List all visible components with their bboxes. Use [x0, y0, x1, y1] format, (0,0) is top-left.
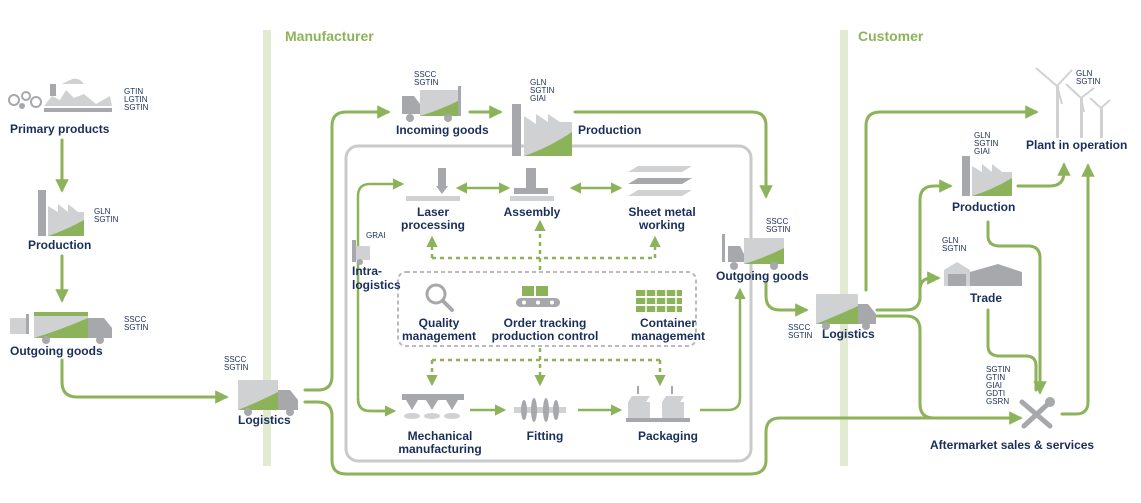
left-logistics-truck-icon	[238, 380, 298, 416]
incoming-code: SSCC	[414, 70, 436, 79]
left-production-icon	[38, 190, 84, 236]
intra-code: GRAI	[366, 231, 386, 240]
mfr-outgoing-code: SSCC	[766, 217, 788, 226]
assembly-icon	[510, 168, 554, 201]
wrench-screwdriver-icon	[1019, 397, 1055, 429]
aftermarket-code: GDTI	[986, 389, 1005, 398]
plant-code: GLN	[1076, 69, 1093, 78]
mfr-logistics-label: Logistics	[822, 327, 875, 341]
left-logistics-label: Logistics	[238, 413, 291, 427]
packaging-label: Packaging	[638, 429, 698, 443]
mechanical-label: manufacturing	[398, 442, 481, 456]
trade-code: GLN	[942, 236, 959, 245]
warehouse-icon	[944, 262, 1022, 286]
container-label: management	[631, 329, 705, 343]
primary-products-label: Primary products	[10, 122, 110, 136]
cust-production-code: SGTIN	[974, 139, 999, 148]
aftermarket-label: Aftermarket sales & services	[930, 438, 1094, 452]
sheet-metal-icon	[628, 166, 692, 196]
mfr-outgoing-label: Outgoing goods	[716, 269, 809, 283]
left-outgoing-code: SSCC	[124, 315, 146, 324]
manufacturer-heading: Manufacturer	[285, 28, 374, 44]
magnifier-icon	[425, 283, 454, 312]
left-outgoing-code: SGTIN	[124, 323, 149, 332]
quality-label: management	[402, 329, 476, 343]
mfr-production-code: GLN	[530, 78, 547, 87]
incoming-goods-truck-icon	[402, 86, 461, 122]
quality-label: Quality	[419, 316, 460, 330]
cust-production-code: GLN	[974, 131, 991, 140]
left-outgoing-truck-icon	[10, 312, 112, 344]
laser-processing-icon	[406, 168, 460, 201]
incoming-goods-label: Incoming goods	[396, 123, 489, 137]
manufacturer-divider	[263, 30, 271, 466]
flow-lines	[55, 105, 1095, 476]
fitting-icon	[514, 398, 566, 422]
control-box	[397, 271, 697, 347]
order-tracking-label: production control	[492, 329, 599, 343]
left-production-code: SGTIN	[94, 215, 119, 224]
mfr-outgoing-code: SGTIN	[766, 225, 791, 234]
conveyor-icon	[516, 286, 560, 307]
aftermarket-code: GIAI	[986, 381, 1002, 390]
laser-label: Laser	[417, 205, 449, 219]
primary-code: SGTIN	[124, 103, 149, 112]
cust-production-code: GIAI	[974, 147, 990, 156]
plant-label: Plant in operation	[1026, 138, 1127, 152]
sheet-metal-label: working	[638, 218, 685, 232]
aftermarket-code: SGTIN	[986, 365, 1011, 374]
mechanical-label: Mechanical	[408, 429, 473, 443]
customer-heading: Customer	[858, 28, 924, 44]
manufacturer-production-icon	[512, 104, 572, 156]
primary-code: GTIN	[124, 87, 143, 96]
fitting-label: Fitting	[527, 429, 564, 443]
intralogistics-label: logistics	[352, 278, 401, 292]
wind-turbine-icon	[1035, 67, 1111, 138]
laser-label: processing	[401, 218, 465, 232]
left-logistics-code: SSCC	[224, 355, 246, 364]
customer-production-icon	[962, 156, 1012, 196]
trade-label: Trade	[970, 291, 1002, 305]
order-tracking-label: Order tracking	[504, 316, 587, 330]
mfr-production-code: GIAI	[530, 94, 546, 103]
container-label: Container	[640, 316, 696, 330]
labels: Primary products GTIN LGTIN SGTIN Produc…	[10, 69, 1127, 456]
left-production-label: Production	[28, 238, 91, 252]
mfr-logistics-code: SGTIN	[788, 331, 813, 340]
intralogistics-label: Intra-	[352, 264, 382, 278]
trade-code: SGTIN	[942, 244, 967, 253]
left-production-code: GLN	[94, 207, 111, 216]
mechanical-manufacturing-icon	[402, 394, 464, 419]
primary-products-icon	[8, 78, 112, 112]
container-icon	[636, 290, 682, 312]
mfr-logistics-code: SSCC	[788, 323, 810, 332]
sheet-metal-label: Sheet metal	[628, 205, 695, 219]
incoming-code: SGTIN	[414, 78, 439, 87]
manufacturer-production-label: Production	[578, 123, 641, 137]
aftermarket-code: GSRN	[986, 397, 1009, 406]
packaging-icon	[626, 386, 690, 422]
intralogistics-forklift-icon	[352, 240, 370, 265]
left-logistics-code: SGTIN	[224, 363, 249, 372]
plant-code: SGTIN	[1076, 77, 1101, 86]
customer-divider	[840, 30, 848, 466]
assembly-label: Assembly	[504, 205, 561, 219]
left-outgoing-label: Outgoing goods	[10, 344, 103, 358]
aftermarket-code: GTIN	[986, 373, 1005, 382]
customer-production-label: Production	[952, 200, 1015, 214]
primary-code: LGTIN	[124, 95, 148, 104]
manufacturer-logistics-truck-icon	[816, 294, 876, 330]
mfr-production-code: SGTIN	[530, 86, 555, 95]
manufacturer-outgoing-truck-icon	[722, 234, 784, 270]
